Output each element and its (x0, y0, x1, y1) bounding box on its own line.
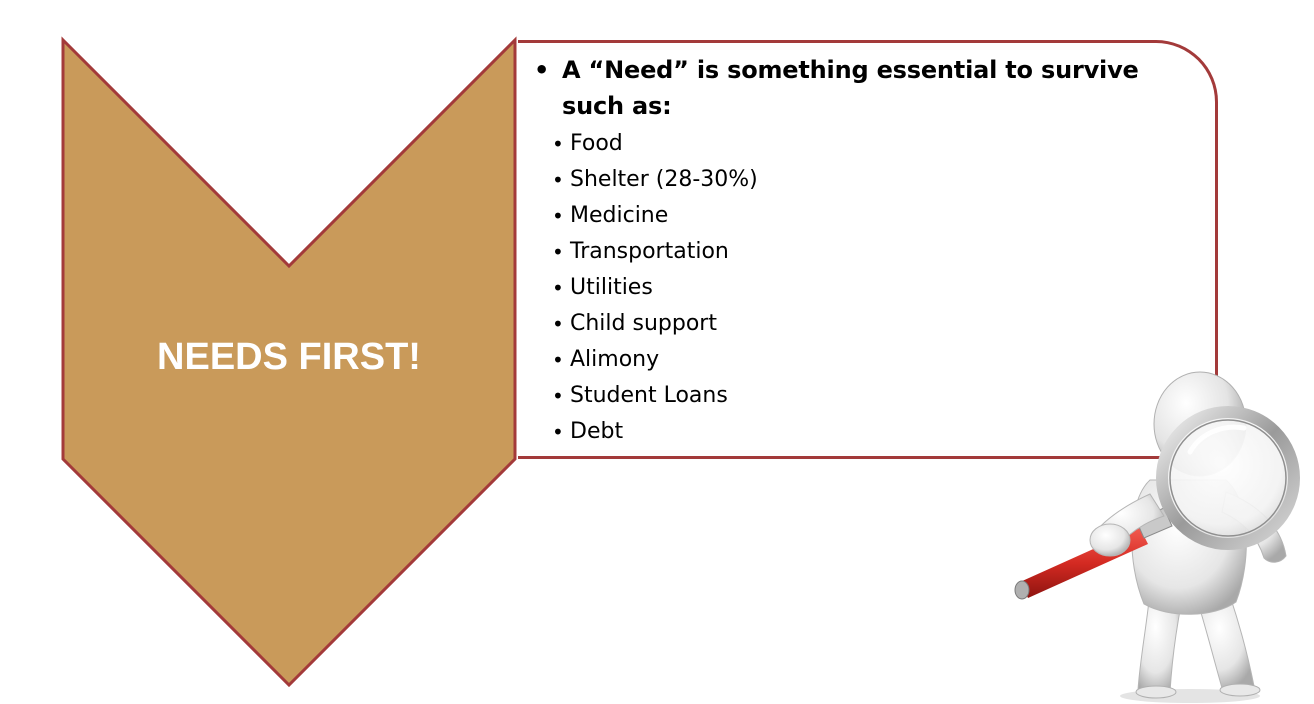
bullet-glyph: • (552, 204, 564, 228)
intro-bullet-item: • A “Need” is something essential to sur… (534, 52, 1202, 124)
list-item: •Food (552, 126, 758, 162)
list-item: •Shelter (28-30%) (552, 162, 758, 198)
figure-left-foot (1135, 685, 1177, 699)
magnifying-glass-figure-icon (1014, 371, 1300, 703)
needs-list: •Food •Shelter (28-30%) •Medicine •Trans… (552, 126, 758, 450)
bullet-glyph: • (552, 420, 564, 444)
magnifier-lens (1156, 406, 1300, 550)
figure-right-foot (1219, 683, 1261, 697)
list-item: •Student Loans (552, 378, 758, 414)
list-item-label: Shelter (28-30%) (570, 167, 758, 192)
list-item-label: Child support (570, 311, 717, 336)
list-item-label: Debt (570, 419, 624, 444)
list-item-label: Food (570, 131, 623, 156)
list-item-label: Transportation (570, 239, 729, 264)
bullet-glyph: • (552, 132, 564, 156)
list-item-label: Alimony (570, 347, 660, 372)
list-item-label: Medicine (570, 203, 669, 228)
bullet-glyph: • (552, 312, 564, 336)
magnifier-glare (1187, 424, 1247, 455)
chevron-label: NEEDS FIRST! (157, 336, 421, 378)
bullet-glyph: • (552, 240, 564, 264)
bullet-glyph: • (552, 276, 564, 300)
bullet-glyph: • (552, 168, 564, 192)
list-item: •Medicine (552, 198, 758, 234)
list-item: •Transportation (552, 234, 758, 270)
list-item: •Debt (552, 414, 758, 450)
intro-bullet-glyph: • (534, 56, 550, 84)
list-item: •Alimony (552, 342, 758, 378)
figure-hand (1089, 523, 1131, 557)
content-box (518, 40, 1218, 459)
magnifier-handle-end (1014, 580, 1030, 600)
chevron-polygon (61, 36, 517, 688)
list-item-label: Student Loans (570, 383, 728, 408)
list-item: •Utilities (552, 270, 758, 306)
list-item-label: Utilities (570, 275, 653, 300)
magnifier-rim-inner (1169, 419, 1287, 537)
intro-text: A “Need” is something essential to survi… (562, 56, 1139, 120)
bullet-glyph: • (552, 348, 564, 372)
bullet-glyph: • (552, 384, 564, 408)
list-item: •Child support (552, 306, 758, 342)
